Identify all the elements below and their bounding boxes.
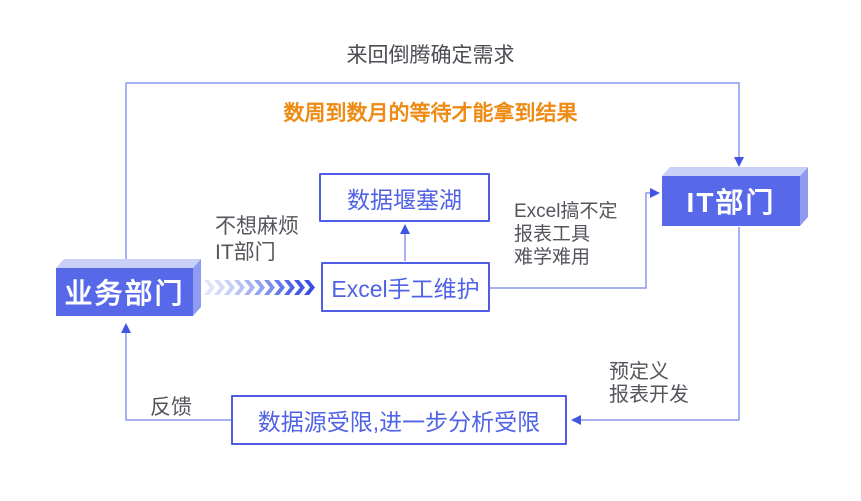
node-excel-maintenance: Excel手工维护 — [321, 262, 490, 312]
node-limited-analysis: 数据源受限,进一步分析受限 — [231, 395, 567, 445]
label-no-bother: 不想麻烦 IT部门 — [215, 214, 299, 266]
node-limited-analysis-label: 数据源受限,进一步分析受限 — [257, 409, 541, 435]
chevron-right-icon — [304, 280, 315, 295]
label-no-bother-line2: IT部门 — [215, 241, 276, 264]
label-predefined-line1: 预定义 — [609, 361, 669, 383]
label-excel-cant-line3: 难学难用 — [514, 247, 591, 268]
node-business-dept: 业务部门 — [64, 278, 185, 309]
node-data-lake-label: 数据堰塞湖 — [347, 186, 462, 213]
connector-limited-to-business — [121, 323, 231, 421]
label-back-and-forth: 来回倒腾确定需求 — [346, 44, 515, 67]
business-dept-3d-box — [56, 259, 201, 316]
chevron-right-icon — [284, 280, 295, 295]
chevron-right-icon — [234, 280, 245, 295]
chevron-right-icon — [274, 280, 285, 295]
node-data-lake: 数据堰塞湖 — [319, 173, 490, 222]
label-excel-cant: Excel搞不定 报表工具 难学难用 — [514, 200, 617, 269]
chevron-right-icon — [214, 280, 225, 295]
connector-it-to-limited — [571, 227, 740, 425]
chevron-right-icon — [244, 280, 255, 295]
chevron-arrows — [204, 280, 315, 295]
label-long-wait: 数周到数月的等待才能拿到结果 — [283, 102, 578, 125]
label-feedback: 反馈 — [150, 396, 192, 419]
chevron-right-icon — [224, 280, 235, 295]
node-it-dept: IT部门 — [686, 187, 776, 218]
chevron-right-icon — [204, 280, 215, 295]
connector-business-to-it — [125, 82, 744, 259]
chevron-right-icon — [294, 280, 305, 295]
connector-excel-to-it — [490, 188, 660, 289]
chevron-right-icon — [264, 280, 275, 295]
chevron-right-icon — [254, 280, 265, 295]
it-dept-3d-box — [662, 167, 808, 226]
label-predefined-reports: 预定义 报表开发 — [609, 361, 689, 407]
label-excel-cant-line2: 报表工具 — [514, 224, 591, 245]
label-excel-cant-line1: Excel搞不定 — [514, 201, 618, 222]
node-excel-maintenance-label: Excel手工维护 — [331, 276, 480, 302]
label-no-bother-line1: 不想麻烦 — [215, 215, 299, 238]
label-predefined-line2: 报表开发 — [609, 384, 689, 406]
